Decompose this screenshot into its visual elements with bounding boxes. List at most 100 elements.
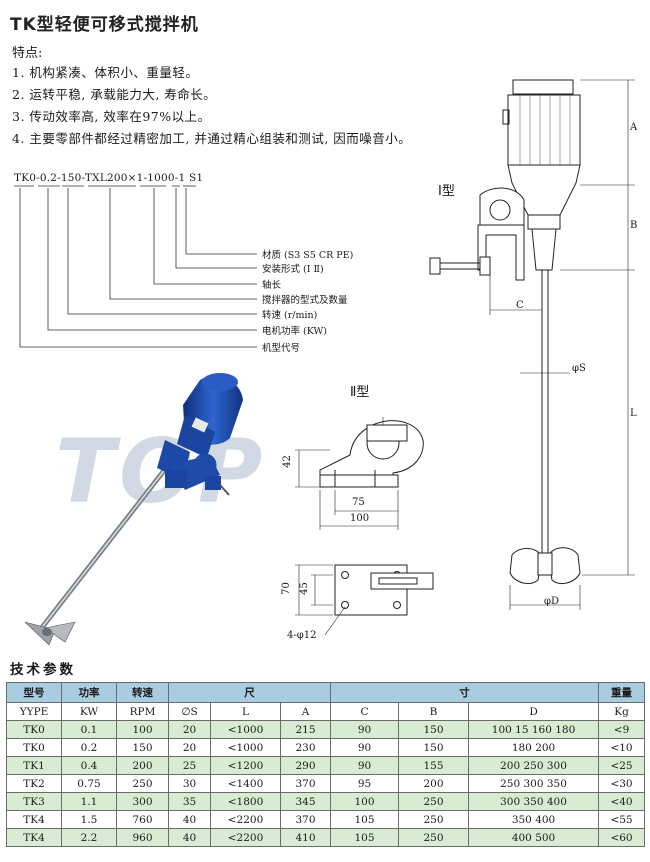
header-speed: 转速 (116, 682, 169, 703)
table-cell: 150 (398, 738, 470, 757)
table-cell: B (398, 702, 470, 721)
table-cell: TK4 (6, 810, 62, 829)
table-cell: <25 (598, 756, 646, 775)
table-cell: 100 (116, 720, 169, 739)
legend-impeller: 搅拌器的型式及数量 (262, 295, 348, 306)
dim-s: φS (572, 363, 586, 374)
table-header-row: 型号 功率 转速 尺 寸 重量 (6, 682, 646, 703)
page-title: TK型轻便可移式搅拌机 (10, 15, 199, 35)
table-cell: A (279, 702, 332, 721)
type2-label: Ⅱ型 (350, 385, 370, 400)
table-cell: <1200 (210, 756, 281, 775)
table-cell: 250 (398, 792, 470, 811)
table-cell: TK3 (6, 792, 62, 811)
legend-speed: 转速 (r/min) (262, 310, 318, 321)
dim-c: C (516, 300, 524, 311)
table-cell: 400 500 (468, 828, 600, 847)
table-cell: 20 (168, 738, 211, 757)
table-cell: 300 (116, 792, 169, 811)
table-cell: 0.1 (61, 720, 117, 739)
table-cell: 90 (330, 756, 400, 775)
model-code: TK0-0.2-150-TXL200×1-1000-1 S1 (14, 172, 204, 184)
table-cell: 40 (168, 810, 211, 829)
table-cell: <40 (598, 792, 646, 811)
table-cell: 300 350 400 (468, 792, 600, 811)
table-cell: 155 (398, 756, 470, 775)
table-cell: TK2 (6, 774, 62, 793)
spec-table: 型号 功率 转速 尺 寸 重量 YYPE KW RPM ∅S L A C B D… (6, 682, 646, 847)
table-cell: 250 (398, 828, 470, 847)
table-cell: <2200 (210, 828, 281, 847)
dim-70: 70 (280, 582, 292, 595)
table-cell: TK0 (6, 720, 62, 739)
table-cell: 760 (116, 810, 169, 829)
table-cell: ∅S (168, 702, 211, 721)
table-cell: 250 (398, 810, 470, 829)
table-cell: 150 (398, 720, 470, 739)
header-power: 功率 (61, 682, 117, 703)
table-cell: 180 200 (468, 738, 600, 757)
header-model: 型号 (6, 682, 62, 703)
dim-b: B (630, 220, 638, 231)
table-cell: 345 (279, 792, 332, 811)
table-cell: 1.5 (61, 810, 117, 829)
table-cell: 960 (116, 828, 169, 847)
dim-d: φD (544, 596, 560, 607)
product-illustration (24, 373, 243, 646)
table-cell: 2.2 (61, 828, 117, 847)
table-cell: <2200 (210, 810, 281, 829)
table-cell: 30 (168, 774, 211, 793)
legend-material: 材质 (S3 S5 CR PE) (262, 250, 354, 261)
table-cell: 105 (330, 810, 400, 829)
legend-shaft-length: 轴长 (262, 280, 282, 291)
table-cell: YYPE (6, 702, 62, 721)
table-cell: 215 (279, 720, 332, 739)
dim-a: A (630, 122, 638, 133)
spec-title: 技术参数 (10, 662, 76, 678)
feature-item: 1. 机构紧凑、体积小、重量轻。 (12, 65, 199, 80)
legend-mount: 安装形式 (Ⅰ Ⅱ) (262, 264, 324, 275)
table-cell: 410 (279, 828, 332, 847)
table-cell: Kg (598, 702, 646, 721)
type1-label: Ⅰ型 (438, 184, 455, 199)
dim-45: 45 (298, 582, 310, 595)
table-cell: C (330, 702, 400, 721)
dim-holes: 4-φ12 (287, 630, 317, 641)
table-cell: 100 15 160 180 (468, 720, 600, 739)
table-cell: TK1 (6, 756, 62, 775)
header-dim-2: 寸 (330, 682, 600, 703)
table-cell: 40 (168, 828, 211, 847)
type2-drawing (295, 417, 434, 636)
table-cell: L (210, 702, 281, 721)
table-cell: 370 (279, 810, 332, 829)
feature-item: 4. 主要零部件都经过精密加工, 并通过精心组装和测试, 因而噪音小。 (12, 131, 412, 146)
table-cell: <9 (598, 720, 646, 739)
table-cell: <1800 (210, 792, 281, 811)
legend-power: 电机功率 (KW) (262, 326, 327, 337)
table-unit-row: YYPE KW RPM ∅S L A C B D Kg (6, 702, 646, 721)
table-cell: D (468, 702, 600, 721)
dim-42: 42 (281, 455, 293, 468)
table-cell: TK4 (6, 828, 62, 847)
table-cell: 90 (330, 738, 400, 757)
table-cell: TK0 (6, 738, 62, 757)
table-cell: 200 (116, 756, 169, 775)
table-cell: 25 (168, 756, 211, 775)
table-cell: 105 (330, 828, 400, 847)
table-cell: 250 (116, 774, 169, 793)
table-cell: <1000 (210, 720, 281, 739)
table-cell: 370 (279, 774, 332, 793)
table-cell: 150 (116, 738, 169, 757)
table-cell: KW (61, 702, 117, 721)
table-cell: <1400 (210, 774, 281, 793)
table-cell: <55 (598, 810, 646, 829)
header-dim-1: 尺 (167, 682, 332, 703)
type1-drawing (429, 79, 635, 610)
dim-100: 100 (350, 513, 370, 524)
